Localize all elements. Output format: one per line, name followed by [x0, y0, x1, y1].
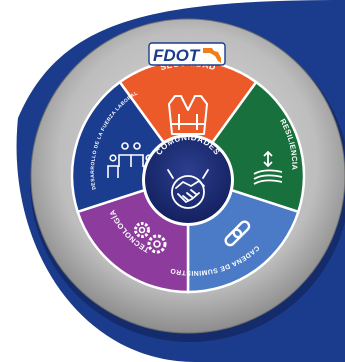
fdot-logo: FDOT [148, 42, 226, 66]
resilience-icon [253, 150, 283, 185]
chain-link-icon [224, 220, 251, 247]
safety-vest-icon [168, 95, 208, 135]
fdot-logo-text: FDOT [153, 46, 201, 65]
handshake-icon [167, 169, 209, 209]
florida-shape [203, 48, 221, 63]
gears-icon [134, 222, 167, 254]
hub-circle [145, 137, 231, 223]
